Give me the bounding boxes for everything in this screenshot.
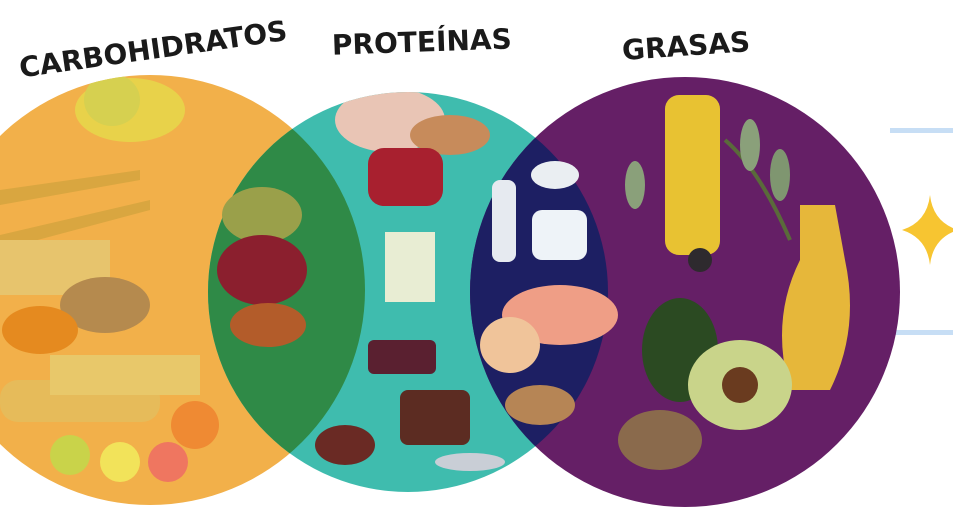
sparkle-icon — [902, 195, 953, 265]
olive-leaf-2 — [770, 149, 790, 201]
yogurt-cup — [532, 210, 587, 260]
cheese-block — [385, 232, 435, 302]
title-proteinas: PROTEÍNAS — [331, 21, 512, 61]
red-beans — [217, 235, 307, 305]
pumpkin-slice — [2, 306, 78, 354]
ham-slice — [400, 390, 470, 445]
decor-line-top — [890, 128, 953, 133]
olives — [688, 248, 712, 272]
legumes-foods — [217, 187, 307, 347]
cream-cup — [531, 161, 579, 189]
title-carbohidratos: CARBOHIDRATOS — [17, 14, 289, 84]
decor-line-bottom — [890, 330, 953, 335]
lentils-green — [222, 187, 302, 243]
steak — [368, 148, 443, 206]
nuts — [505, 385, 575, 425]
apple — [84, 74, 140, 126]
eggs — [480, 317, 540, 373]
corn-cake — [50, 355, 200, 395]
sardines — [435, 453, 505, 471]
orange-fruit — [171, 401, 219, 449]
beef-slices — [315, 425, 375, 465]
red-lentils — [230, 303, 306, 347]
olive-leaf-3 — [625, 161, 645, 209]
avocado-pit — [722, 367, 758, 403]
flax-seeds — [618, 410, 702, 470]
lemon — [100, 442, 140, 482]
title-grasas: GRASAS — [621, 25, 751, 67]
olive-leaf-1 — [740, 119, 760, 171]
oil-bottle — [665, 95, 720, 255]
milk-bottle — [492, 180, 516, 262]
green-apple — [50, 435, 90, 475]
grapefruit — [148, 442, 188, 482]
smoked-meat — [368, 340, 436, 374]
